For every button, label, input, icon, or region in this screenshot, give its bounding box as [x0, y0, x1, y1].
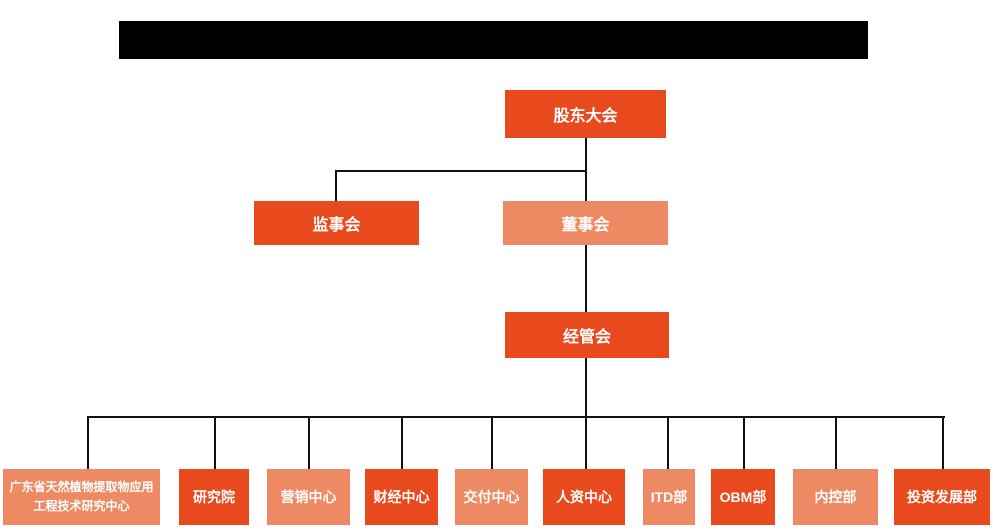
connector-drop-dept-0	[87, 416, 89, 469]
connector-drop-supervisory	[335, 170, 337, 201]
node-supervisory-board: 监事会	[254, 201, 419, 245]
connector-department-spine	[87, 416, 945, 418]
node-dept-itd: ITD部	[643, 469, 695, 525]
connector-drop-dept-1	[214, 416, 216, 469]
connector-drop-dept-8	[835, 416, 837, 469]
connector-drop-dept-7	[743, 416, 745, 469]
connector-branch-supervisory	[335, 170, 587, 172]
connector-drop-dept-4	[491, 416, 493, 469]
node-dept-gd-research-center: 广东省天然植物提取物应用工程技术研究中心	[3, 469, 160, 525]
connector-management-to-spine	[585, 358, 587, 417]
node-dept-investment-development: 投资发展部	[894, 469, 990, 525]
node-dept-hr-center: 人资中心	[543, 469, 625, 525]
node-dept-delivery-center: 交付中心	[455, 469, 528, 525]
node-dept-research-institute: 研究院	[179, 469, 249, 525]
node-management-committee: 经管会	[505, 312, 669, 358]
connector-root-to-level2	[585, 138, 587, 201]
node-dept-finance-center: 财经中心	[365, 469, 438, 525]
node-shareholders-meeting: 股东大会	[505, 90, 666, 138]
node-dept-internal-control: 内控部	[793, 469, 878, 525]
connector-drop-dept-5	[585, 416, 587, 469]
connector-drop-dept-6	[667, 416, 669, 469]
node-dept-marketing-center: 营销中心	[267, 469, 350, 525]
connector-board-to-management	[585, 245, 587, 312]
redacted-title-bar	[119, 21, 868, 59]
node-board-of-directors: 董事会	[503, 201, 668, 245]
connector-drop-dept-2	[308, 416, 310, 469]
connector-drop-dept-9	[942, 416, 944, 469]
connector-drop-dept-3	[401, 416, 403, 469]
node-dept-obm: OBM部	[711, 469, 775, 525]
